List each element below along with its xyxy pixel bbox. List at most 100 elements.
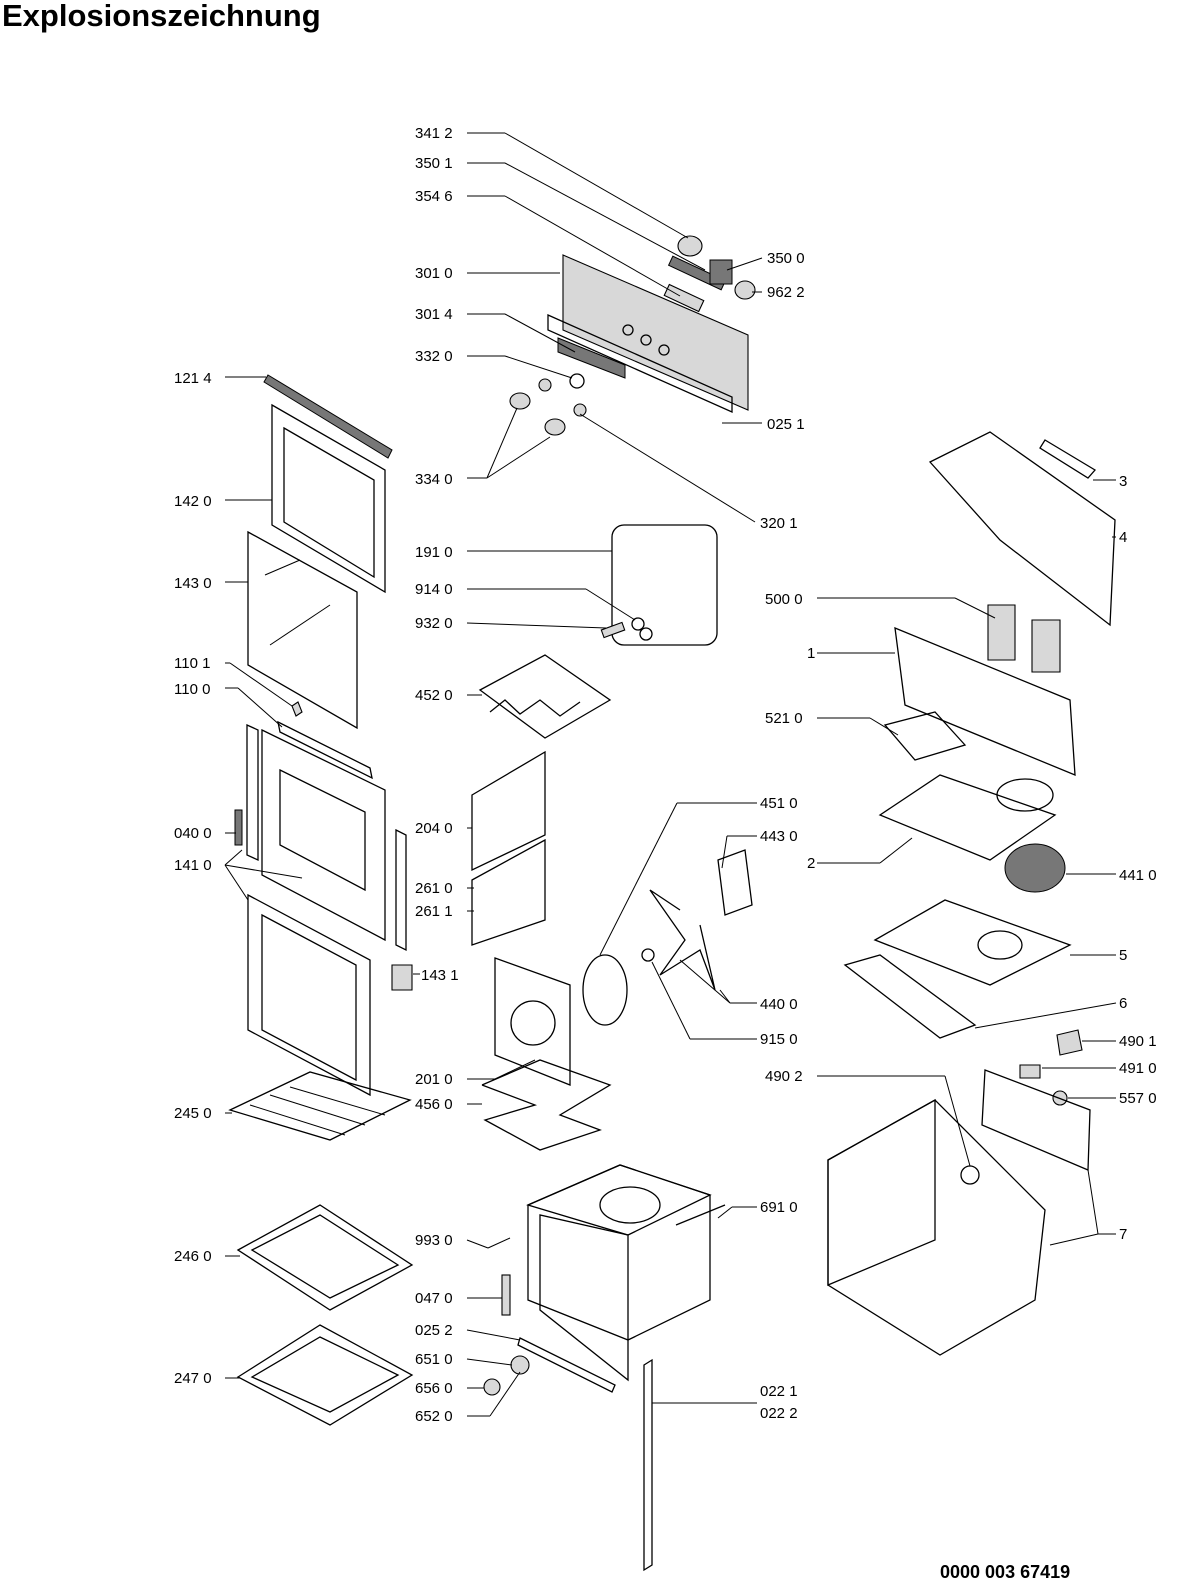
document-number: 0000 003 67419 [940,1562,1071,1582]
label-191-0: 191 0 [415,544,453,561]
control-panel-assembly [509,235,756,436]
lamp-962-2 [734,280,756,300]
label-261-0: 261 0 [415,880,453,897]
plate-5 [873,899,1072,986]
screw-993-0 [487,1237,511,1249]
label-022-2: 022 2 [760,1405,798,1422]
label-5: 5 [1119,947,1127,964]
label-6: 6 [1119,995,1127,1012]
door-top-121-4 [263,374,393,459]
module-521-0 [883,711,967,761]
strip-6 [843,954,977,1039]
label-652-0: 652 0 [415,1408,453,1425]
bushing-915-0 [641,948,655,962]
control-panel-301-0 [562,254,749,411]
label-320-1: 320 1 [760,515,798,532]
fan-housing-1 [894,626,1076,776]
door-assembly [234,374,413,1097]
hinge-040-0 [234,809,243,846]
heater-456-0 [481,1059,612,1151]
thermostat-500-0 [987,604,1016,661]
housing-assembly [827,431,1116,1356]
cover-2 [878,774,1057,861]
tray-246-0 [236,1204,414,1311]
label-7: 7 [1119,1226,1127,1243]
knob-334-0-a [509,392,531,410]
label-047-0: 047 0 [415,1290,453,1307]
grill-452-0 [478,654,612,739]
label-246-0: 246 0 [174,1248,212,1265]
label-651-0: 651 0 [415,1351,453,1368]
fan-cover-201-0 [494,957,571,1086]
label-452-0: 452 0 [415,687,453,704]
label-141-0: 141 0 [174,857,212,874]
label-040-0: 040 0 [174,825,212,842]
label-914-0: 914 0 [415,581,453,598]
label-962-2: 962 2 [767,284,805,301]
part-490-1 [1056,1029,1083,1056]
label-932-0: 932 0 [415,615,453,632]
label-334-0: 334 0 [415,471,453,488]
label-1: 1 [807,645,815,662]
label-993-0: 993 0 [415,1232,453,1249]
label-915-0: 915 0 [760,1031,798,1048]
knob-341-2 [677,235,703,257]
label-301-4: 301 4 [415,306,453,323]
label-110-1: 110 1 [174,655,210,672]
knob-334-0-b [544,418,566,436]
trim-354-6 [663,283,705,313]
label-261-1: 261 1 [415,903,453,920]
spring-332-0 [569,373,585,389]
switch-350-0 [709,259,733,285]
label-521-0: 521 0 [765,710,803,727]
label-691-0: 691 0 [760,1199,798,1216]
label-022-1: 022 1 [760,1383,798,1400]
fan-440-0 [649,889,716,991]
door-frame-141-0 [261,728,386,942]
hinge-rail-left [246,723,259,862]
bracket-3 [1039,439,1097,479]
motor-443-0 [717,849,753,916]
seal-191-0 [611,524,718,646]
label-110-0: 110 0 [174,681,210,698]
oven-internals [471,524,753,1572]
back-panel-4 [928,431,1116,627]
rail-022-1 [643,1358,653,1572]
nut-914-0 [631,617,645,631]
label-121-4: 121 4 [174,370,212,387]
tray-247-0 [236,1324,414,1426]
label-025-2: 025 2 [415,1322,453,1339]
rail-110-0 [277,720,373,780]
label-557-0: 557 0 [1119,1090,1157,1107]
label-441-0: 441 0 [1119,867,1157,884]
label-350-1: 350 1 [415,155,453,172]
ring-320-1 [573,403,587,417]
label-456-0: 456 0 [415,1096,453,1113]
door-seal-frame [247,893,371,1097]
leader-lines [224,132,1117,1417]
label-332-0: 332 0 [415,348,453,365]
strip-047-0 [501,1274,511,1316]
label-350-0: 350 0 [767,250,805,267]
guide-204-0 [471,750,546,872]
label-490-1: 490 1 [1119,1033,1157,1050]
ring-451-0 [582,954,628,1026]
sensor-691-0 [675,1204,726,1226]
label-4: 4 [1119,529,1127,546]
motor-441-0 [1004,843,1066,893]
label-354-6: 354 6 [415,188,453,205]
oven-cavity [527,1164,711,1341]
page-title: Explosionszeichnung [2,0,321,33]
label-440-0: 440 0 [760,996,798,1013]
guide-261-0 [471,838,546,946]
part-491-0 [1019,1064,1041,1079]
lamp-651-0 [510,1355,530,1375]
clip-143-1 [391,964,413,991]
terminal-plate [981,1069,1091,1171]
label-201-0: 201 0 [415,1071,453,1088]
trays-and-racks [228,1071,414,1426]
hinge-rail-right [395,828,407,952]
rack-245-0 [228,1071,412,1141]
clip-110-1 [291,701,303,717]
